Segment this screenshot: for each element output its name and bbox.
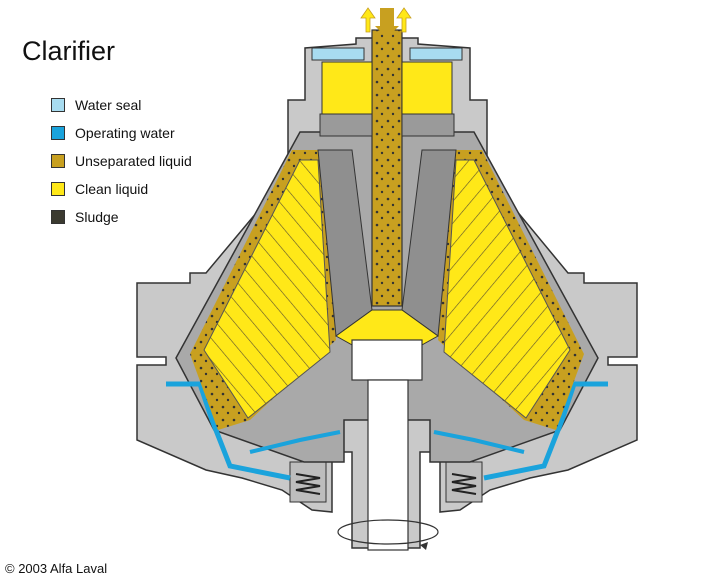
legend-label: Operating water [75,125,175,141]
inlet-pipe [371,29,403,307]
operating-water-swatch [51,126,65,140]
legend-item-water-seal: Water seal [51,91,192,119]
legend-label: Clean liquid [75,181,149,197]
legend-item-sludge: Sludge [51,203,192,231]
legend-item-operating-water: Operating water [51,119,192,147]
outlet-head [311,47,463,137]
unseparated-liquid-swatch [51,154,65,168]
water-seal-swatch [51,98,65,112]
legend-label: Unseparated liquid [75,153,192,169]
legend-label: Sludge [75,209,119,225]
copyright: © 2003 Alfa Laval [5,561,108,576]
legend-item-unseparated-liquid: Unseparated liquid [51,147,192,175]
legend-label: Water seal [75,97,142,113]
disc-stack-right [443,159,571,419]
legend: Water seal Operating water Unseparated l… [51,91,192,231]
legend-item-clean-liquid: Clean liquid [51,175,192,203]
spindle [337,339,439,551]
disc-stack-left [203,159,331,419]
diagram-title: Clarifier [22,36,116,66]
clean-liquid-swatch [51,182,65,196]
outlet-arrows [360,7,412,38]
sludge-swatch [51,210,65,224]
